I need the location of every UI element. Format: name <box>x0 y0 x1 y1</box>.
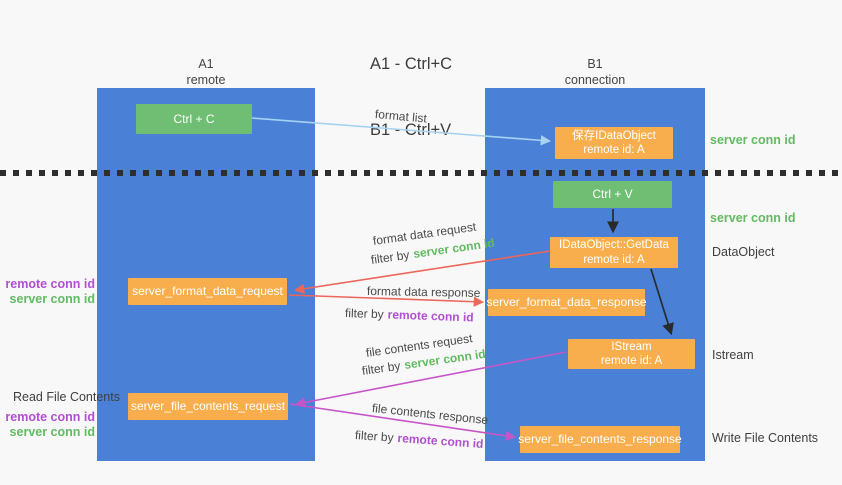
column-header-b1: B1 connection <box>485 56 705 89</box>
file-contents-response-label: file contents response <box>371 401 489 428</box>
server-conn-id-right-mid: server conn id <box>710 211 796 225</box>
title-line-a1: A1 - Ctrl+C <box>370 54 453 73</box>
filter-by-text: filter by <box>370 247 411 267</box>
ctrl-v-label: Ctrl + V <box>592 187 633 201</box>
save-dataobject-node: 保存IDataObject remote id: A <box>555 127 673 159</box>
dataobject-label: DataObject <box>712 245 775 259</box>
diagram-title: A1 - Ctrl+C B1 - Ctrl+V <box>370 8 452 186</box>
remote-conn-id-left-2: remote conn id <box>5 410 95 424</box>
getdata-node: IDataObject::GetData remote id: A <box>550 237 678 268</box>
dashed-separator <box>0 170 842 176</box>
save-dataobject-line1: 保存IDataObject <box>572 129 656 142</box>
istream-line2: remote id: A <box>600 355 663 367</box>
filter-by-text: filter by <box>361 358 402 378</box>
file-response-node: server_file_contents_response <box>518 426 682 453</box>
filter-by-text: filter by <box>354 428 395 445</box>
ctrl-c-node: Ctrl + C <box>136 104 252 134</box>
remote-conn-id-left-1: remote conn id <box>5 277 95 291</box>
getdata-line2: remote id: A <box>583 253 645 266</box>
istream-side-label: Istream <box>712 348 754 362</box>
column-b1-name: B1 <box>587 57 603 71</box>
file-request-node: server_file_contents_request <box>128 393 288 420</box>
istream-node: IStream remote id: A <box>568 339 695 369</box>
format-response-label: server_format_data_response <box>486 295 647 309</box>
file-request-label: server_file_contents_request <box>130 399 286 413</box>
save-dataobject-line2: remote id: A <box>583 144 645 156</box>
format-response-node: server_format_data_response <box>486 289 647 316</box>
format-data-response-label: format data response <box>366 284 481 300</box>
filter-by-text: filter by <box>344 306 384 322</box>
file-response-label: server_file_contents_response <box>518 432 682 446</box>
istream-line1: IStream <box>611 340 652 353</box>
column-a1-name: A1 <box>198 57 214 71</box>
column-b1-subtitle: connection <box>564 73 626 88</box>
column-header-a1: A1 remote <box>97 56 315 89</box>
getdata-line1: IDataObject::GetData <box>559 239 669 252</box>
ctrl-c-label: Ctrl + C <box>173 111 215 126</box>
format-request-node: server_format_data_request <box>128 278 287 305</box>
write-file-contents-label: Write File Contents <box>712 431 819 445</box>
remote-conn-id-text: remote conn id <box>397 430 484 451</box>
server-conn-id-right-top: server conn id <box>710 133 796 147</box>
remote-conn-id-text: remote conn id <box>387 307 474 325</box>
format-request-label: server_format_data_request <box>132 284 283 298</box>
column-a1-subtitle: remote <box>186 73 226 88</box>
server-conn-id-left-1: server conn id <box>9 292 95 306</box>
ctrl-v-node: Ctrl + V <box>553 181 672 208</box>
server-conn-id-left-2: server conn id <box>9 425 95 439</box>
read-file-contents-label: Read File Contents <box>12 390 120 404</box>
